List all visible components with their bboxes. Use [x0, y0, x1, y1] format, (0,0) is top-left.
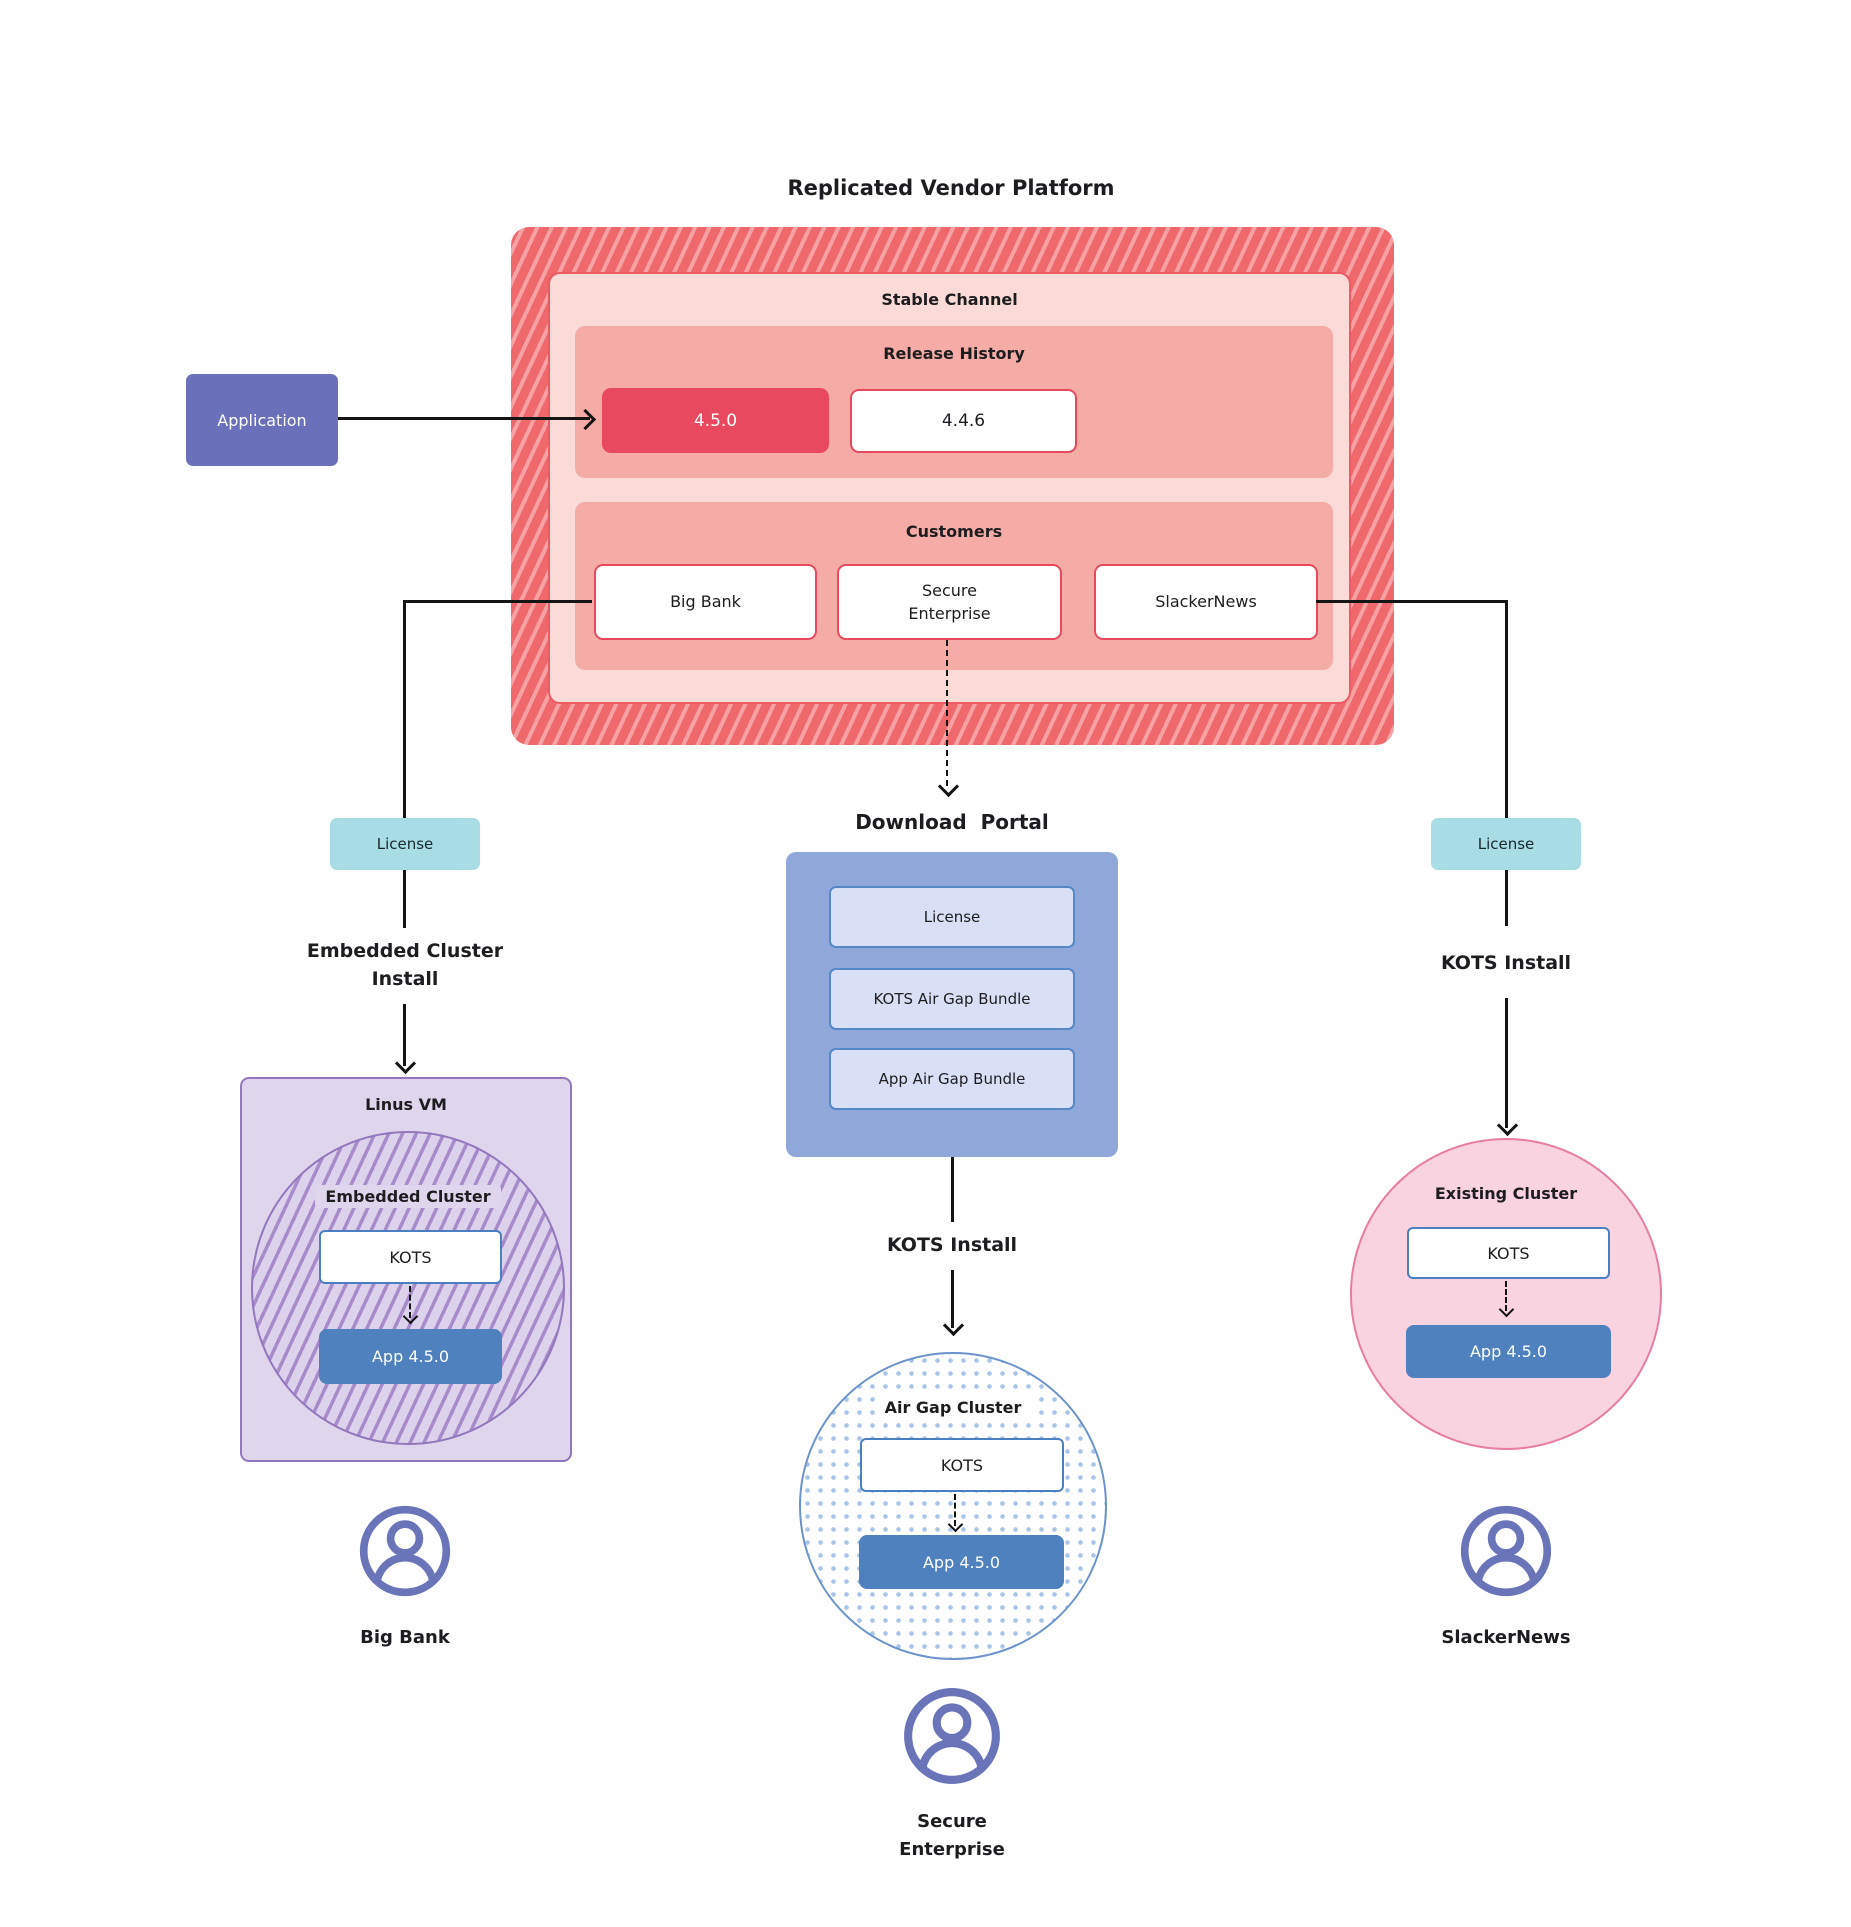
persona-label-secure-enterprise: Secure Enterprise: [899, 1811, 1005, 1860]
stable-channel-box: Stable Channel Release History 4.5.0 4.4…: [548, 272, 1351, 704]
linus-vm-box: Linus VM Embedded Cluster KOTS App 4.5.0: [240, 1077, 572, 1462]
air-gap-cluster-label: Air Gap Cluster: [801, 1396, 1105, 1419]
kots-app-arrowhead-existing-icon: [1498, 1301, 1515, 1318]
secure-enterprise-dashed-line: [946, 640, 948, 786]
download-portal-box: License KOTS Air Gap Bundle App Air Gap …: [786, 852, 1118, 1157]
diagram-title: Replicated Vendor Platform: [787, 176, 1115, 200]
kots-node-airgap: KOTS: [860, 1438, 1064, 1492]
persona-label-big-bank: Big Bank: [360, 1627, 450, 1648]
kots-install-label-middle: KOTS Install: [886, 1234, 1018, 1256]
slackernews-connector-v: [1505, 600, 1508, 818]
existing-cluster-label: Existing Cluster: [1352, 1184, 1660, 1203]
user-icon: [359, 1505, 451, 1597]
app-node-embedded: App 4.5.0: [319, 1329, 502, 1384]
kots-install-arrow-line-middle: [951, 1270, 954, 1328]
portal-item-license: License: [829, 886, 1075, 948]
customer-node-slackernews: SlackerNews: [1094, 564, 1318, 640]
persona-label-slackernews: SlackerNews: [1441, 1627, 1571, 1648]
kots-install-label-right: KOTS Install: [1440, 952, 1572, 974]
embedded-install-arrow-line: [403, 1004, 406, 1066]
existing-cluster-circle: Existing Cluster KOTS App 4.5.0: [1350, 1138, 1662, 1450]
license-node-left: License: [330, 818, 480, 870]
release-history-box: Release History 4.5.0 4.4.6: [575, 326, 1333, 478]
slackernews-connector-h: [1316, 600, 1508, 603]
release-node-previous: 4.4.6: [850, 389, 1077, 453]
customers-box: Customers Big Bank Secure Enterprise Sla…: [575, 502, 1333, 670]
kots-node-embedded: KOTS: [319, 1230, 502, 1284]
embedded-cluster-circle: Embedded Cluster KOTS App 4.5.0: [251, 1131, 565, 1445]
kots-install-arrowhead-right-icon: [1496, 1114, 1519, 1137]
customers-label: Customers: [905, 522, 1003, 541]
linus-vm-label: Linus VM: [365, 1095, 447, 1114]
secure-enterprise-arrowhead-icon: [937, 775, 960, 798]
existing-cluster-text: Existing Cluster: [1434, 1184, 1578, 1203]
license-right-line: [1505, 870, 1508, 926]
portal-item-app-airgap-bundle: App Air Gap Bundle: [829, 1048, 1075, 1110]
embedded-cluster-install-line1: Embedded Cluster: [306, 940, 504, 962]
air-gap-cluster-text: Air Gap Cluster: [874, 1396, 1032, 1419]
user-icon: [904, 1688, 1000, 1784]
embedded-install-arrowhead-icon: [394, 1052, 417, 1075]
app-node-airgap: App 4.5.0: [859, 1535, 1064, 1589]
app-node-existing: App 4.5.0: [1406, 1325, 1611, 1378]
customer-node-secure-enterprise: Secure Enterprise: [837, 564, 1062, 640]
user-icon: [1460, 1505, 1552, 1597]
download-portal-title: Download Portal: [855, 810, 1049, 834]
embedded-cluster-install-line2: Install: [371, 967, 439, 990]
embedded-cluster-circle-label: Embedded Cluster: [253, 1185, 563, 1208]
portal-kots-install-line: [951, 1157, 954, 1222]
application-node: Application: [186, 374, 338, 466]
kots-app-dashed-line-airgap: [954, 1494, 956, 1526]
embedded-cluster-install-label: Embedded Cluster Install: [255, 938, 555, 993]
embedded-cluster-circle-text: Embedded Cluster: [315, 1185, 501, 1208]
kots-node-existing: KOTS: [1407, 1227, 1610, 1279]
kots-app-arrowhead-embedded-icon: [402, 1308, 419, 1325]
vendor-platform-box: Stable Channel Release History 4.5.0 4.4…: [511, 227, 1394, 745]
air-gap-cluster-circle: Air Gap Cluster KOTS App 4.5.0: [799, 1352, 1107, 1660]
license-left-line: [403, 870, 406, 928]
application-arrow-line: [338, 417, 590, 420]
release-history-label: Release History: [883, 344, 1025, 363]
customer-node-big-bank: Big Bank: [594, 564, 817, 640]
big-bank-connector-v: [403, 600, 406, 818]
kots-install-arrow-line-right: [1505, 998, 1508, 1128]
license-node-right: License: [1431, 818, 1581, 870]
kots-app-dashed-line-existing: [1505, 1281, 1507, 1311]
stable-channel-label: Stable Channel: [881, 290, 1018, 309]
kots-app-dashed-line-embedded: [409, 1286, 411, 1318]
big-bank-connector-h: [403, 600, 592, 603]
kots-app-arrowhead-airgap-icon: [947, 1516, 964, 1533]
release-node-current: 4.5.0: [602, 388, 829, 453]
portal-item-kots-airgap-bundle: KOTS Air Gap Bundle: [829, 968, 1075, 1030]
kots-install-arrowhead-middle-icon: [942, 1314, 965, 1337]
